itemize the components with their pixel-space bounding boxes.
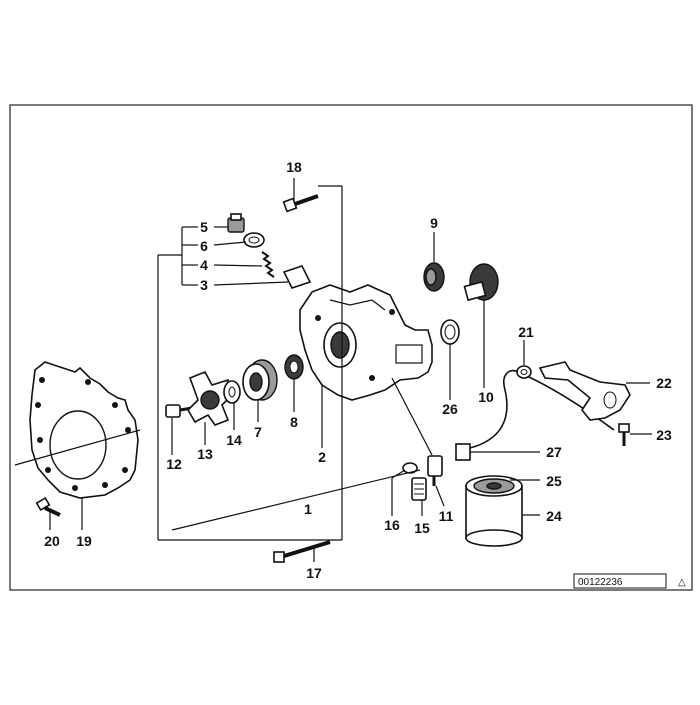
part-bolt-20 (35, 496, 61, 517)
reference-number-box: 00122236 △ (573, 573, 686, 589)
part-gear-small (423, 262, 445, 292)
part-bolt-17 (273, 540, 331, 563)
callout-20: 20 (44, 533, 60, 549)
part-pump-housing (299, 284, 433, 401)
part-plug-5 (227, 213, 245, 233)
part-gear-shaft (463, 263, 499, 302)
part-bolt-23 (618, 423, 630, 446)
leader-lines (49, 178, 652, 562)
callout-13: 13 (197, 446, 213, 462)
callout-22: 22 (656, 375, 672, 391)
callout-15: 15 (414, 520, 430, 536)
callout-23: 23 (656, 427, 672, 443)
callout-labels: 18 5 6 4 3 9 21 22 10 26 23 8 7 14 13 12… (44, 159, 672, 581)
part-screw-plug-15 (411, 477, 427, 501)
corner-mark-icon: △ (678, 577, 686, 588)
part-valve-piston (282, 265, 312, 289)
callout-1: 1 (304, 501, 312, 517)
callout-17: 17 (306, 565, 322, 581)
reference-number: 00122236 (578, 577, 623, 588)
callout-2: 2 (318, 449, 326, 465)
part-cover-gasket (14, 361, 141, 499)
callout-11: 11 (439, 508, 454, 524)
callout-19: 19 (76, 533, 92, 549)
callout-7: 7 (254, 424, 262, 440)
part-impeller (186, 370, 233, 426)
callout-21: 21 (518, 324, 534, 340)
part-o-ring-26 (440, 319, 460, 345)
callout-25: 25 (546, 473, 562, 489)
callout-18: 18 (286, 159, 302, 175)
callout-14: 14 (226, 432, 242, 448)
part-bracket-22 (538, 361, 631, 421)
part-ring-6 (243, 232, 265, 248)
part-bolt-18 (282, 194, 319, 213)
part-seal-8 (284, 354, 304, 380)
callout-8: 8 (290, 414, 298, 430)
part-washer-21 (516, 365, 532, 379)
part-spring-4 (261, 251, 275, 278)
callout-12: 12 (166, 456, 182, 472)
callout-6: 6 (200, 238, 208, 254)
part-pressure-switch (427, 455, 443, 486)
part-oil-filter (465, 475, 523, 547)
callout-27: 27 (546, 444, 562, 460)
callout-9: 9 (430, 215, 438, 231)
diagram-frame (9, 104, 693, 591)
callout-26: 26 (442, 401, 458, 417)
callout-5: 5 (200, 219, 208, 235)
callout-4: 4 (200, 257, 208, 273)
callout-10: 10 (478, 389, 494, 405)
part-washer-14 (223, 380, 241, 404)
callout-3: 3 (200, 277, 208, 293)
part-rotor-set (242, 359, 278, 401)
callout-24: 24 (546, 508, 562, 524)
callout-16: 16 (384, 517, 400, 533)
